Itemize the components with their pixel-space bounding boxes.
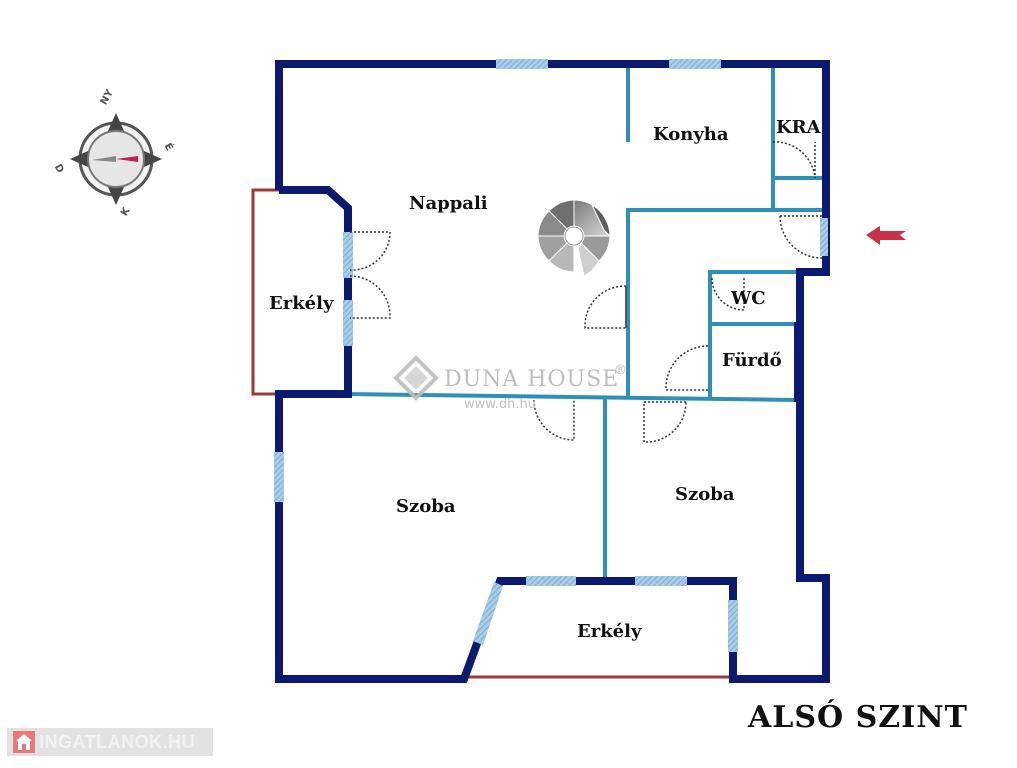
duna-house-logo-icon: [393, 355, 439, 401]
door-wc: [711, 277, 745, 311]
window-balcony-door-1: [343, 232, 353, 278]
doors: [349, 141, 823, 443]
room-label-nappali: Nappali: [409, 193, 488, 214]
window-bottom-1: [526, 576, 576, 586]
window-living-top: [496, 59, 548, 69]
compass-west-label: D: [52, 163, 66, 176]
watermark-registered: ®: [614, 363, 627, 378]
compass-needle-red: [116, 156, 138, 162]
door-stair: [584, 285, 627, 329]
door-kra: [772, 141, 816, 179]
house-icon: [13, 731, 35, 753]
room-label-kra: KRA: [776, 117, 822, 138]
room-label-wc: WC: [730, 288, 766, 309]
room-label-szoba-right: Szoba: [675, 484, 735, 505]
watermark-brand: DUNA HOUSE: [444, 367, 619, 392]
watermark-url: www.dh.hu: [464, 397, 536, 412]
compass-north-label: NY: [99, 87, 117, 107]
compass-east-label: É: [162, 141, 177, 154]
room-label-furdo: Fürdő: [722, 350, 782, 371]
room-label-erkely-bottom: Erkély: [577, 621, 642, 642]
window-entrance: [820, 218, 828, 256]
window-bottom-2: [635, 576, 687, 586]
door-szoba-left: [533, 399, 575, 441]
room-label-szoba-left: Szoba: [396, 496, 456, 517]
balcony-left-outline: [251, 188, 279, 396]
window-bottom-right: [728, 600, 738, 652]
spiral-staircase: [537, 199, 611, 277]
window-bottom-diagonal: [473, 582, 503, 645]
windows: [274, 59, 828, 652]
window-balcony-door-2: [343, 300, 353, 346]
level-title: ALSÓ SZINT: [748, 700, 968, 735]
compass-south-label: K: [119, 205, 133, 218]
door-szoba-right: [643, 401, 687, 443]
door-balcony-lower: [349, 275, 391, 319]
door-furdo: [665, 345, 709, 391]
balconies: [251, 188, 730, 679]
entrance-arrow-icon: [866, 226, 906, 245]
room-label-konyha: Konyha: [653, 124, 729, 145]
window-room-left: [274, 452, 284, 502]
portal-watermark: INGATLANOK.HU: [7, 728, 213, 756]
compass-needle-grey: [92, 156, 116, 162]
inner-walls: [347, 68, 823, 580]
door-balcony-upper: [349, 231, 391, 271]
door-entrance: [779, 215, 823, 259]
portal-name: INGATLANOK.HU: [39, 731, 196, 752]
watermark: DUNA HOUSE ® www.dh.hu: [393, 355, 627, 412]
window-kitchen-top: [669, 59, 721, 69]
compass: NY É K D: [52, 87, 176, 218]
room-label-erkely-left: Erkély: [269, 293, 334, 314]
